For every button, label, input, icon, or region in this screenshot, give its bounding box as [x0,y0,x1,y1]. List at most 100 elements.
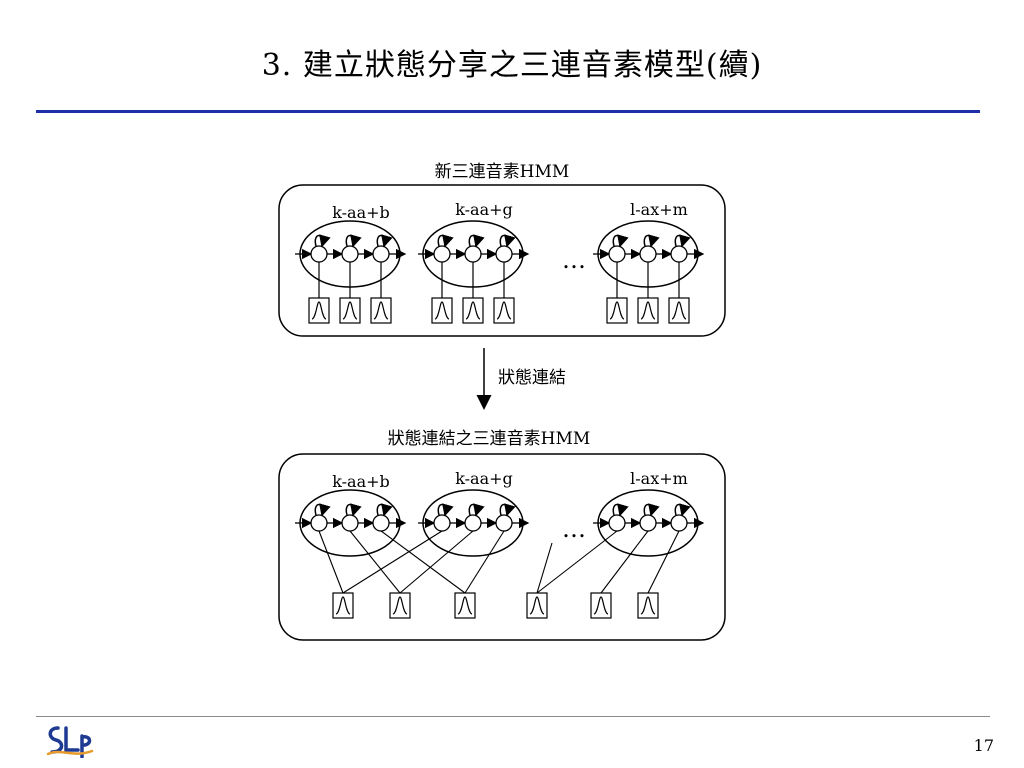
bottom-tied-link-2 [349,530,401,594]
bottom-model-label-1: k-aa+b [332,472,390,491]
top-gaussian-3-1 [606,297,628,324]
bottom-gaussian-6 [637,592,659,619]
bottom-gaussian-1-curve [335,596,351,615]
top-hmm-2-self-loop-1 [437,234,454,248]
top-panel-frame [278,184,726,337]
bottom-gaussian-3 [454,592,476,619]
top-hmm-3 [593,220,705,288]
footer-rule [36,716,990,717]
bottom-hmm-3-state-3 [670,514,688,532]
bottom-hmm-1-state-2 [341,514,359,532]
top-hmm-2-self-loop-3 [499,234,516,248]
top-gaussian-3-2 [637,297,659,324]
bottom-gaussians-group [332,592,659,619]
bottom-gaussian-5 [590,592,612,619]
bottom-tied-links-group [318,530,680,594]
top-hmm-1-state-2 [341,245,359,263]
bottom-tied-link-5 [399,530,474,594]
top-hmm-2-state-2 [464,245,482,263]
top-hmm-1-self-loop-3 [376,234,393,248]
bottom-panel-title: 狀態連結之三連音素HMM [388,429,591,449]
bottom-hmm-3-self-loop-3 [674,503,691,517]
bottom-tied-link-10 [647,530,680,594]
slide-title: 3. 建立狀態分享之三連音素模型(續) [261,48,763,83]
top-gaussian-1-2-curve [342,301,358,320]
top-gaussian-2-2 [462,297,484,324]
top-gaussian-1-3-curve [373,301,389,320]
top-panel-title: 新三連音素HMM [435,162,570,182]
top-gaussian-3-1-curve [609,301,625,320]
bottom-tied-link-9 [600,530,649,594]
top-hmm-1-state-1 [310,245,328,263]
top-gaussian-2-3-curve [496,301,512,320]
bottom-hmm-3-state-1 [608,514,626,532]
top-gaussian-1-1 [308,297,330,324]
top-gaussian-2-2-curve [465,301,481,320]
page-number: 17 [973,736,994,755]
bottom-tied-link-6 [464,530,505,594]
bottom-tied-link-3 [380,530,466,594]
top-model-label-2: k-aa+g [455,200,513,219]
bottom-model-label-3: l-ax+m [630,469,688,488]
bottom-gaussian-1 [332,592,354,619]
top-hmm-3-state-1 [608,245,626,263]
top-hmm-3-self-loop-2 [643,234,660,248]
state-tying-label: 狀態連結 [498,368,566,388]
top-gaussian-1-1-curve [311,301,327,320]
top-gaussian-2-3 [493,297,515,324]
top-gaussian-1-3 [370,297,392,324]
bottom-hmm-2-self-loop-2 [468,503,485,517]
bottom-hmm-2-self-loop-1 [437,503,454,517]
top-hmm-3-self-loop-3 [674,234,691,248]
top-hmm-3-state-2 [639,245,657,263]
bottom-models-group [295,489,705,557]
top-gaussian-2-1-curve [434,301,450,320]
top-hmm-2-self-loop-2 [468,234,485,248]
bottom-gaussian-4-curve [529,596,545,615]
bottom-tied-link-1 [318,530,344,594]
bottom-tied-link-7 [536,542,553,594]
bottom-hmm-1-self-loop-2 [345,503,362,517]
bottom-hmm-2 [418,489,530,557]
top-hmm-3-self-loop-1 [612,234,629,248]
bottom-hmm-3-self-loop-1 [612,503,629,517]
top-gaussian-3-2-curve [640,301,656,320]
bottom-gaussian-5-curve [593,596,609,615]
bottom-hmm-1-self-loop-1 [314,503,331,517]
bottom-hmm-2-state-2 [464,514,482,532]
top-hmm-1-state-3 [372,245,390,263]
top-gaussian-1-2 [339,297,361,324]
top-hmm-2-state-1 [433,245,451,263]
bottom-model-label-2: k-aa+g [455,469,513,488]
top-hmm-2-state-3 [495,245,513,263]
bottom-gaussian-6-curve [640,596,656,615]
bottom-hmm-1 [295,489,407,557]
bottom-hmm-1-self-loop-3 [376,503,393,517]
top-gaussians-group [308,297,690,324]
bottom-hmm-2-state-3 [495,514,513,532]
top-gaussian-3-3 [668,297,690,324]
bottom-tied-link-4 [342,530,443,594]
top-model-label-3: l-ax+m [630,200,688,219]
top-hmm-1-self-loop-2 [345,234,362,248]
bottom-hmm-3-state-2 [639,514,657,532]
bottom-gaussian-2-curve [392,596,408,615]
bottom-ellipsis: … [562,515,586,543]
bottom-hmm-1-state-3 [372,514,390,532]
top-hmm-1 [295,220,407,288]
bottom-hmm-2-state-1 [433,514,451,532]
bottom-gaussian-2 [389,592,411,619]
bottom-hmm-2-self-loop-3 [499,503,516,517]
bottom-hmm-3 [593,489,705,557]
bottom-gaussian-3-curve [457,596,473,615]
top-gaussian-3-3-curve [671,301,687,320]
bottom-hmm-1-state-1 [310,514,328,532]
slp-logo [46,726,94,758]
top-hmm-3-state-3 [670,245,688,263]
top-models-group [295,220,705,298]
bottom-panel-frame [278,453,726,641]
title-rule [36,110,980,113]
top-hmm-1-self-loop-1 [314,234,331,248]
